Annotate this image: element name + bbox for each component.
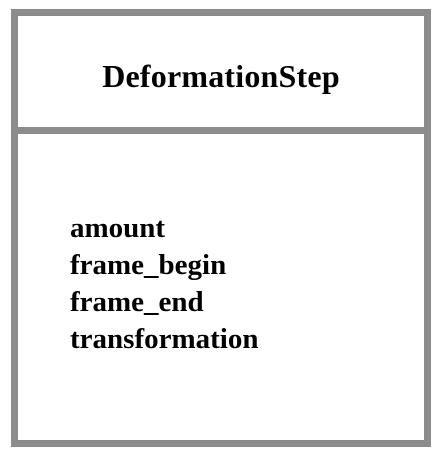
attribute-amount: amount [70, 212, 166, 244]
uml-class-box: DeformationStep amount frame_begin frame… [11, 9, 431, 447]
attribute-transformation: transformation [70, 323, 259, 355]
class-name: DeformationStep [102, 58, 340, 94]
attribute-frame-end: frame_end [70, 286, 204, 318]
attribute-compartment: amount frame_begin frame_end transformat… [18, 134, 424, 440]
attribute-frame-begin: frame_begin [70, 249, 227, 281]
attribute-list: amount frame_begin frame_end transformat… [70, 210, 258, 358]
class-header: DeformationStep [18, 16, 424, 134]
